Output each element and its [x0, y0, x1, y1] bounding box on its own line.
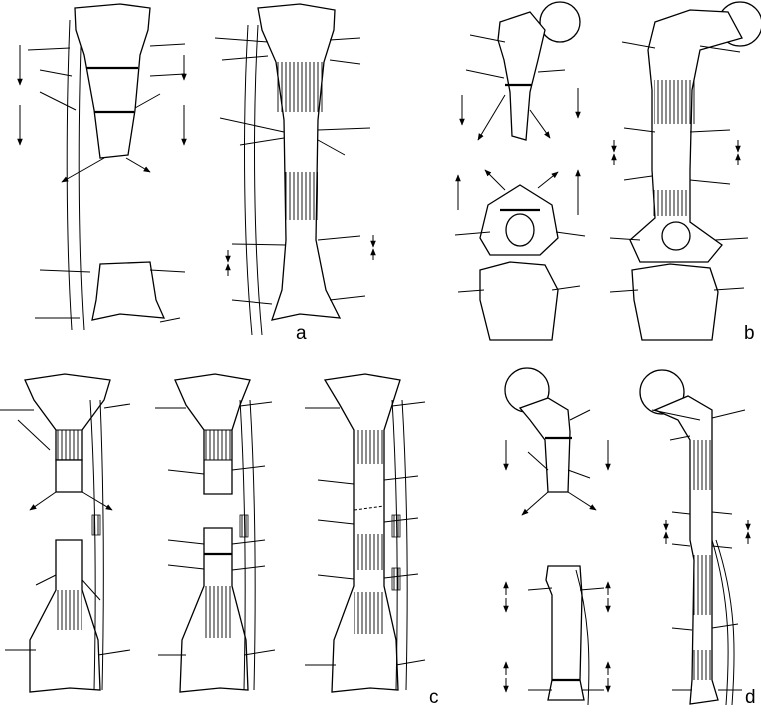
panel-b-left-femur [455, 2, 585, 340]
panel-c-bone-2 [155, 374, 275, 692]
panel-c [0, 374, 425, 692]
panel-label-b: b [744, 323, 755, 344]
panel-c-bone-1 [0, 374, 130, 692]
panel-b-right-femur [610, 2, 761, 340]
panel-label-a: a [296, 323, 307, 344]
panel-c-bone-3 [305, 374, 425, 692]
panel-b [455, 2, 761, 340]
panel-a-left-bone [17, 4, 187, 330]
panel-a-right-bone [215, 4, 376, 335]
panel-label-d: d [745, 687, 756, 708]
panel-label-c: c [429, 687, 439, 708]
panel-a [17, 4, 376, 335]
panel-d-right-femur [640, 370, 751, 705]
panel-d-left-bones [503, 368, 611, 705]
panel-d [503, 368, 751, 705]
